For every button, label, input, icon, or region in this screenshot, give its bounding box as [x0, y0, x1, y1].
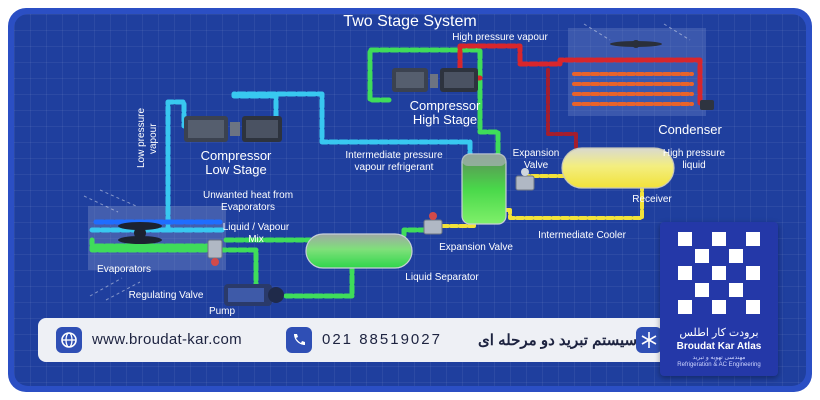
pipe-high-pressure-vapour: [457, 43, 703, 107]
snowflake-icon: [636, 327, 662, 353]
logo-name-fa: برودت کار اطلس: [679, 327, 759, 339]
pipe-high-pressure-liquid: [546, 68, 578, 152]
logo-name-en: Broudat Kar Atlas: [676, 341, 762, 352]
label-evaporators: Evaporators: [97, 264, 151, 275]
label-regulating-valve: Regulating Valve: [129, 290, 204, 301]
pipe-separator-to-pump: [283, 253, 355, 299]
heat-waves: [83, 23, 691, 301]
label-unwanted-heat-2: Evaporators: [221, 202, 275, 213]
label-intermediate-2: vapour refrigerant: [355, 162, 434, 173]
label-expansion-valve-bottom: Expansion Valve: [439, 242, 513, 253]
intermediate-cooler: [461, 153, 507, 225]
label-expansion-valve-top-1: Expansion: [513, 148, 560, 159]
label-high-pressure-vapour: High pressure vapour: [452, 32, 548, 43]
diagram-title: Two Stage System: [343, 14, 476, 30]
expansion-valve-top-icon: [515, 168, 535, 191]
condenser-fan-icon: [610, 40, 662, 48]
label-low-pressure-group: Low pressure vapour: [136, 108, 159, 168]
pipe-intermediate-vapour: [231, 91, 473, 163]
pipe-low-pressure-vapour: [165, 99, 225, 233]
company-logo: برودت کار اطلس Broudat Kar Atlas مهندسی …: [660, 222, 778, 376]
expansion-valve-bottom-icon: [423, 212, 443, 235]
label-liquid-separator: Liquid Separator: [405, 272, 479, 283]
label-liquid-vapour-1: Liquid / Vapour: [223, 222, 290, 233]
footer-website[interactable]: www.broudat-kar.com: [92, 331, 242, 348]
diagram-canvas: Two Stage System High pressure vapour Co…: [14, 14, 806, 386]
condenser-coil: [572, 72, 694, 106]
logo-tagline: مهندسی تهویه و تبرید Refrigeration & AC …: [660, 355, 778, 369]
label-intermediate-1: Intermediate pressure: [345, 150, 443, 161]
footer-caption: سیستم تبرید دو مرحله ای: [478, 332, 638, 349]
label-low-pressure-2: vapour: [148, 123, 159, 154]
label-intermediate-cooler: Intermediate Cooler: [538, 230, 626, 241]
regulating-valve-icon: [207, 239, 223, 266]
pipe-pump-to-evaporator: [89, 237, 259, 293]
label-expansion-valve-top-2: Valve: [524, 160, 549, 171]
logo-tagline-fa: مهندسی تهویه و تبرید: [692, 355, 746, 361]
compressor-high-stage: [392, 68, 478, 92]
label-liquid-vapour-2: Mix: [248, 234, 264, 245]
label-compressor-low-2: Low Stage: [205, 162, 266, 177]
compressor-low-stage: [184, 116, 282, 142]
footer-phone[interactable]: 021 88519027: [322, 331, 442, 348]
label-high-pressure-liquid-1: High pressure: [663, 148, 726, 159]
pipe-cooler-to-separator: [401, 227, 429, 241]
pump: [224, 284, 284, 306]
label-condenser: Condenser: [658, 122, 722, 137]
label-high-pressure-liquid-2: liquid: [682, 160, 705, 171]
refrigeration-diagram: Two Stage System High pressure vapour Co…: [83, 14, 726, 317]
pipe-high-stage-suction: [367, 47, 501, 163]
label-unwanted-heat-1: Unwanted heat from: [203, 190, 293, 201]
label-compressor-high-1: Compressor: [410, 98, 481, 113]
label-compressor-low-1: Compressor: [201, 148, 272, 163]
label-compressor-high-2: High Stage: [413, 112, 477, 127]
label-pump: Pump: [209, 306, 236, 317]
receiver-tank: [561, 147, 675, 189]
footer-bar: www.broudat-kar.com 021 88519027 سیستم ت…: [38, 318, 670, 362]
liquid-separator-tank: [305, 233, 413, 269]
logo-tagline-en: Refrigeration & AC Engineering: [677, 362, 761, 368]
evaporator-fan-icon: [118, 222, 162, 244]
phone-icon: [286, 327, 312, 353]
globe-icon: [56, 327, 82, 353]
condenser-connector: [700, 100, 714, 110]
label-low-pressure-1: Low pressure: [136, 108, 147, 168]
label-receiver: Receiver: [632, 194, 672, 205]
snowflake-logo-icon: [678, 232, 760, 314]
pipe-intermediate-cooler-coil: [438, 182, 644, 228]
